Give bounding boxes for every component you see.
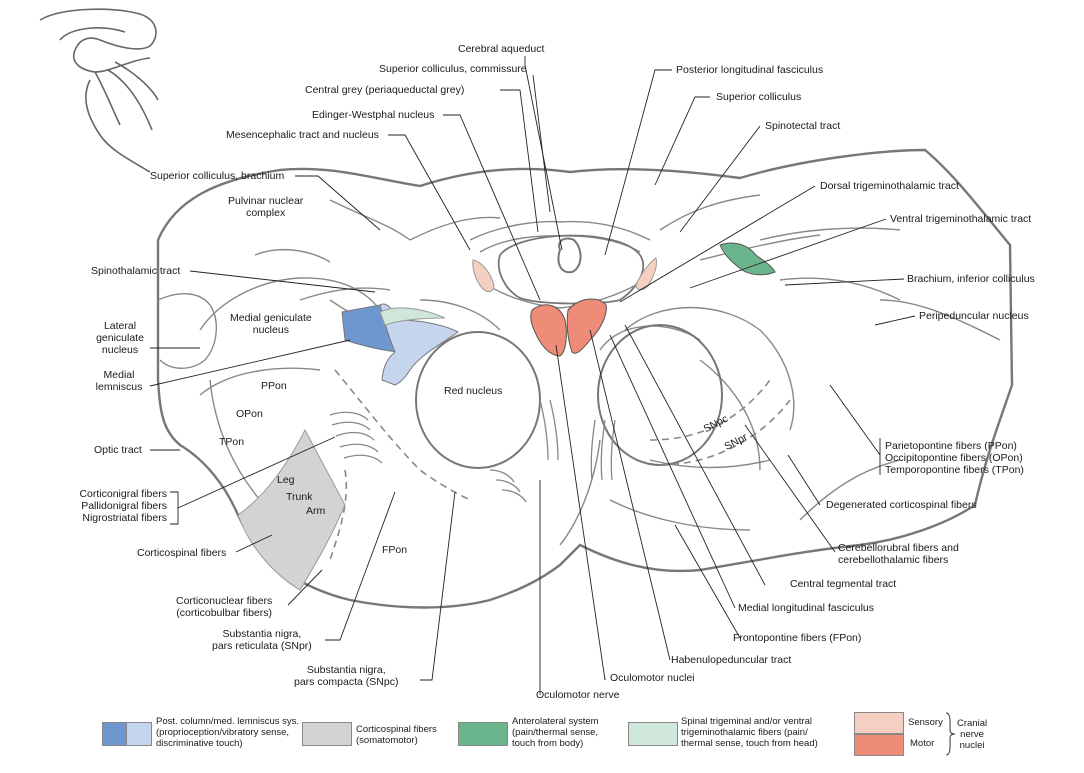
oculomotor-nucleus-left xyxy=(530,304,567,357)
label-central-tegmental: Central tegmental tract xyxy=(790,578,897,590)
cerebral-aqueduct-shape xyxy=(557,237,582,274)
label-oculomotor-nuclei: Oculomotor nuclei xyxy=(610,672,695,684)
label-habenulopeduncular: Habenulopeduncular tract xyxy=(671,654,792,666)
label-oculomotor-nerve: Oculomotor nerve xyxy=(536,689,620,701)
label-brachium-inferior-colliculus: Brachium, inferior colliculus xyxy=(907,273,1035,285)
legend-swatch-lemniscus-dark xyxy=(102,722,128,746)
label-spinothalamic: Spinothalamic tract xyxy=(91,265,181,277)
legend-swatch-trigeminal xyxy=(628,722,678,746)
label-corticospinal: Corticospinal fibers xyxy=(137,547,227,559)
internal-structure-lines xyxy=(157,194,1001,546)
label-snpc: Substantia nigra, pars compacta (SNpc) xyxy=(294,664,399,688)
label-medial-geniculate: Medial geniculate nucleus xyxy=(230,312,312,336)
inner-label-arm: Arm xyxy=(306,505,326,517)
label-medial-lemniscus: Medial lemniscus xyxy=(95,369,143,393)
corticospinal-region xyxy=(237,428,346,591)
central-grey-shape xyxy=(497,234,645,305)
label-peripeduncular: Peripeduncular nucleus xyxy=(919,310,1029,322)
trigeminal-region xyxy=(379,307,446,326)
legend-text-trigeminal: Spinal trigeminal and/or ventral trigemi… xyxy=(681,716,818,749)
midbrain-outline xyxy=(156,148,1014,609)
brain-orientation-inset xyxy=(39,8,159,173)
anterolateral-region xyxy=(719,242,776,276)
legend-swatch-lemniscus-light xyxy=(126,722,152,746)
legend-swatch-sensory xyxy=(854,712,904,734)
leader-lines xyxy=(149,56,916,695)
legend-swatch-anterolateral xyxy=(458,722,508,746)
inner-label-red-nucleus: Red nucleus xyxy=(444,385,503,397)
inner-label-fpon: FPon xyxy=(382,544,408,556)
inner-label-ppon: PPon xyxy=(261,380,287,392)
label-optic-tract: Optic tract xyxy=(94,444,142,456)
red-nucleus-shape xyxy=(415,331,541,469)
legend-text-motor: Motor xyxy=(910,738,935,749)
legend-brace xyxy=(945,712,956,756)
oculomotor-nucleus-right xyxy=(566,298,607,354)
label-pulvinar: Pulvinar nuclear complex xyxy=(228,195,304,219)
label-ventral-trigeminothalamic: Ventral trigeminothalamic tract xyxy=(890,213,1032,225)
inner-label-leg: Leg xyxy=(277,474,295,486)
label-cerebral-aqueduct: Cerebral aqueduct xyxy=(458,43,545,55)
label-pontine-fibers: Parietopontine fibers (PPon) Occipitopon… xyxy=(885,440,1024,476)
label-edinger-westphal: Edinger-Westphal nucleus xyxy=(312,109,435,121)
legend-swatch-motor xyxy=(854,734,904,756)
label-dorsal-trigeminothalamic: Dorsal trigeminothalamic tract xyxy=(820,180,959,192)
label-corticonigral: Corticonigral fibers Pallidonigral fiber… xyxy=(79,488,167,524)
label-central-grey: Central grey (periaqueductal grey) xyxy=(305,84,465,96)
label-mesencephalic-tract: Mesencephalic tract and nucleus xyxy=(226,129,379,141)
label-corticonuclear: Corticonuclear fibers (corticobulbar fib… xyxy=(176,595,273,619)
edinger-westphal-sensory-right xyxy=(635,257,657,291)
edinger-westphal-sensory-left xyxy=(472,259,495,293)
label-superior-colliculus: Superior colliculus xyxy=(716,91,802,103)
inner-label-opon: OPon xyxy=(236,408,263,420)
inner-label-tpon: TPon xyxy=(219,436,245,448)
label-cerebellorubral: Cerebellorubral fibers and cerebellothal… xyxy=(838,542,959,566)
label-mlf: Medial longitudinal fasciculus xyxy=(738,602,874,614)
legend-swatch-corticospinal xyxy=(302,722,352,746)
legend-text-sensory: Sensory xyxy=(908,717,943,728)
label-sup-colliculus-commissure: Superior colliculus, commissure xyxy=(379,63,527,75)
inner-label-trunk: Trunk xyxy=(286,491,313,503)
label-snpr: Substantia nigra, pars reticulata (SNpr) xyxy=(212,628,312,652)
legend-text-anterolateral: Anterolateral system (pain/thermal sense… xyxy=(512,716,599,749)
label-sup-colliculus-brachium: Superior colliculus, brachium xyxy=(150,170,285,182)
oculomotor-rootlets xyxy=(329,399,616,503)
legend-text-corticospinal: Corticospinal fibers (somatomotor) xyxy=(356,724,437,746)
label-degenerated-corticospinal: Degenerated corticospinal fibers xyxy=(826,499,977,511)
label-frontopontine: Frontopontine fibers (FPon) xyxy=(733,632,862,644)
legend-text-cranial-nerve-nuclei: Cranial nerve nuclei xyxy=(957,718,988,751)
label-spinotectal: Spinotectal tract xyxy=(765,120,841,132)
label-posterior-longitudinal-fasciculus: Posterior longitudinal fasciculus xyxy=(676,64,824,76)
label-lateral-geniculate: Lateral geniculate nucleus xyxy=(96,320,144,356)
legend-text-lemniscus: Post. column/med. lemniscus sys. (propri… xyxy=(156,716,300,749)
